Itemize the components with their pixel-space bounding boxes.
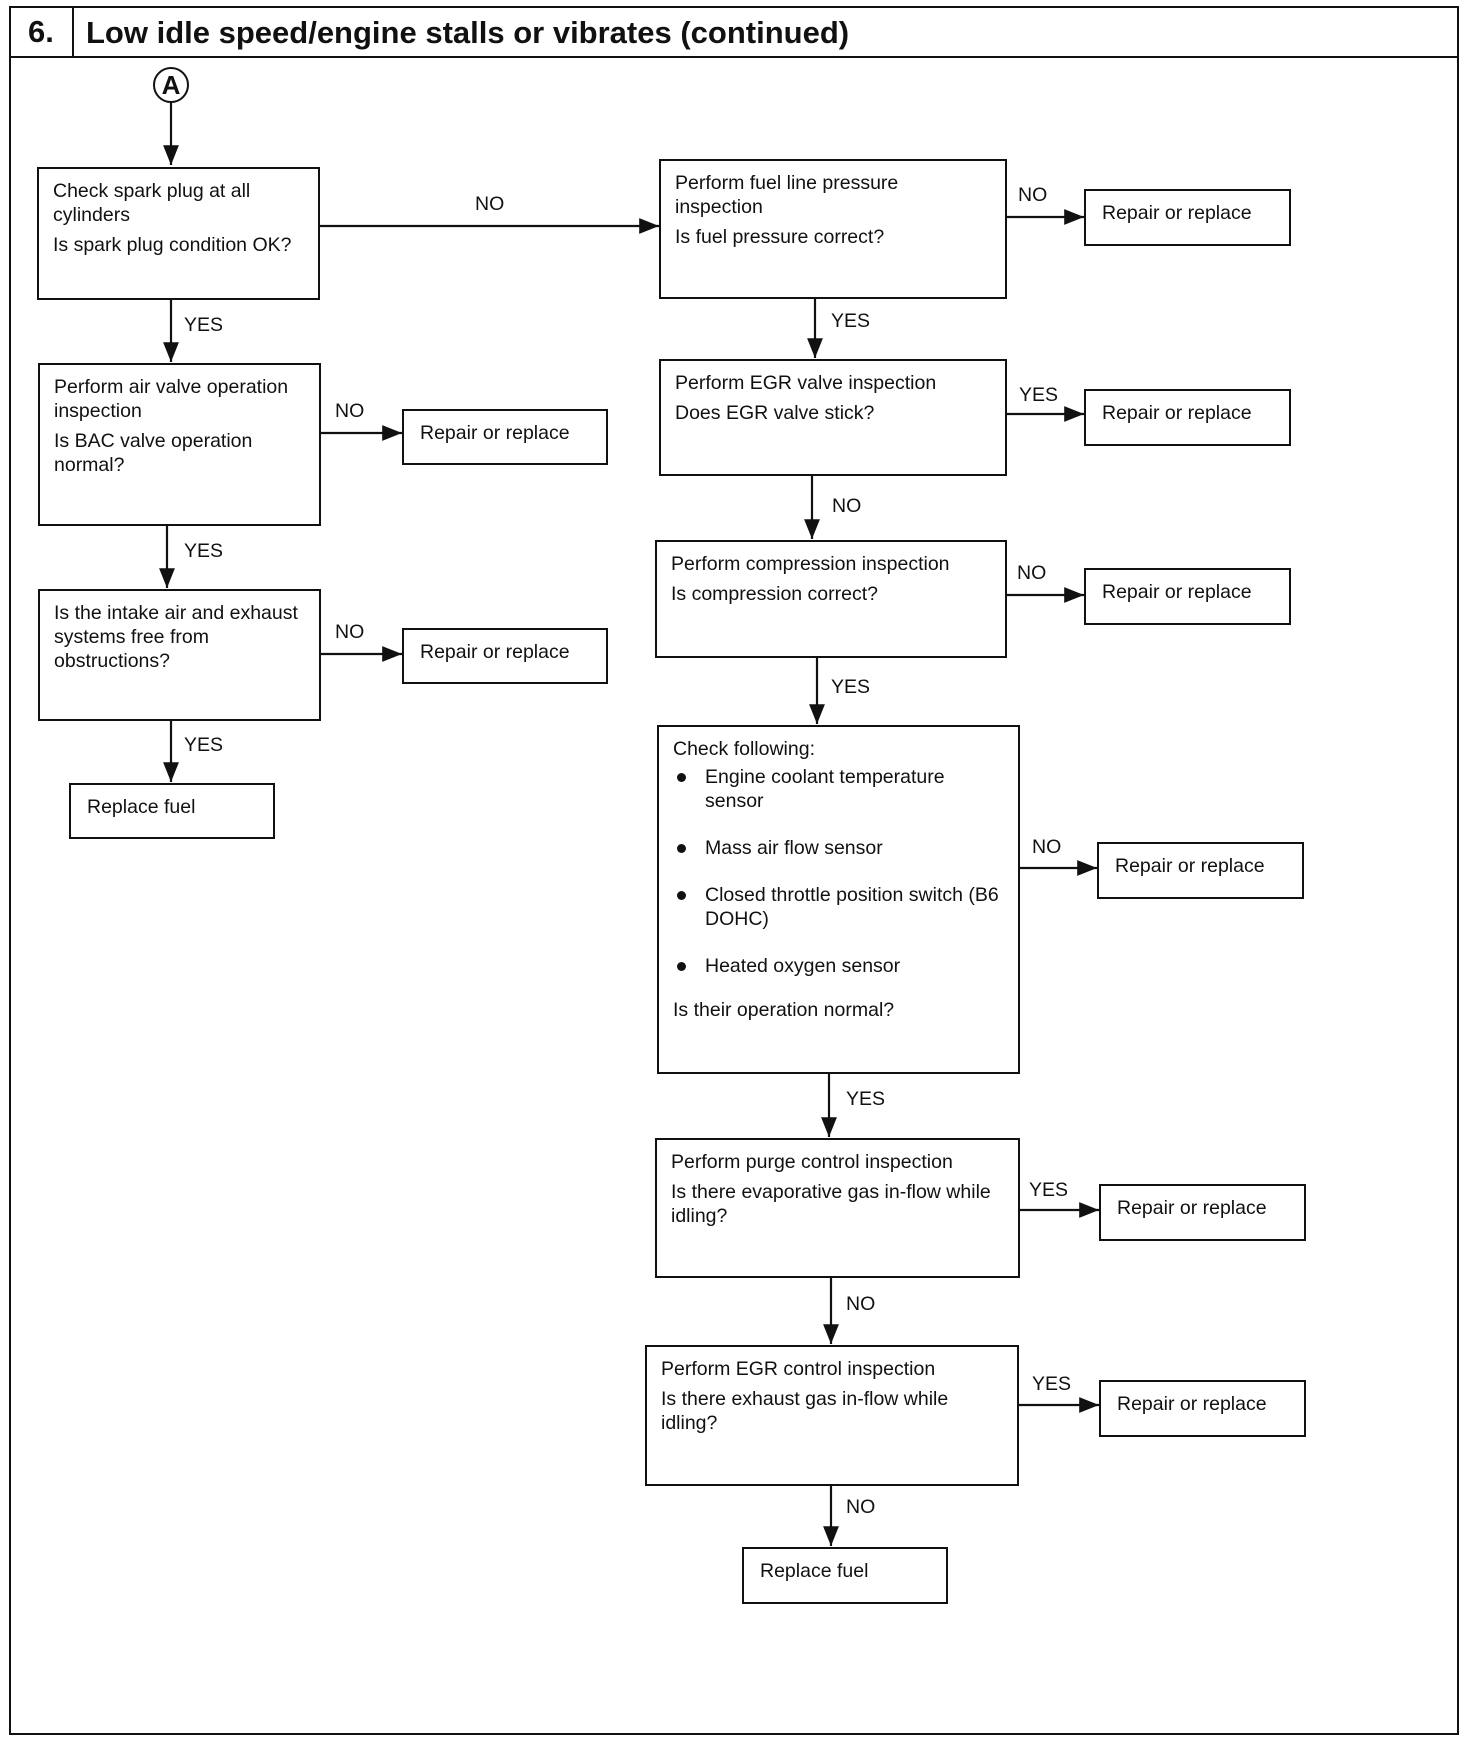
- node-repair-compression: Repair or replace: [1084, 568, 1291, 625]
- node-egr-valve-line-2: Does EGR valve stick?: [675, 402, 875, 424]
- connector-a: A: [153, 67, 189, 103]
- node-replace-fuel-1: Replace fuel: [69, 783, 275, 839]
- node-check-question: Is their operation normal?: [673, 999, 895, 1021]
- node-air-valve: Perform air valve operation inspection I…: [38, 363, 321, 526]
- label-comp-no: NO: [1017, 562, 1047, 584]
- label-fuel-no: NO: [1018, 184, 1048, 206]
- node-intake: Is the intake air and exhaust systems fr…: [38, 589, 321, 721]
- header-divider: [72, 8, 74, 56]
- node-spark-plug-line-1: Check spark plug at all cylinders: [53, 180, 251, 226]
- header-bar: [9, 6, 1459, 58]
- node-egr-valve: Perform EGR valve inspection Does EGR va…: [659, 359, 1007, 476]
- node-spark-plug: Check spark plug at all cylinders Is spa…: [37, 167, 320, 300]
- label-comp-yes: YES: [831, 676, 871, 698]
- check-item-maf: Mass air flow sensor: [673, 836, 1004, 860]
- check-item-oxygen: Heated oxygen sensor: [673, 954, 1004, 978]
- label-intake-no: NO: [335, 621, 365, 643]
- label-purge-yes: YES: [1029, 1179, 1069, 1201]
- node-purge: Perform purge control inspection Is ther…: [655, 1138, 1020, 1278]
- node-purge-line-1: Perform purge control inspection: [671, 1151, 953, 1173]
- label-purge-no: NO: [846, 1293, 876, 1315]
- node-check-intro: Check following:: [673, 738, 815, 760]
- node-fuel-line-line-1: Perform fuel line pressure inspection: [675, 172, 899, 218]
- node-check-following: Check following: Engine coolant temperat…: [657, 725, 1020, 1074]
- label-check-yes: YES: [846, 1088, 886, 1110]
- check-item-throttle: Closed throttle position switch (B6 DOHC…: [673, 883, 1004, 931]
- node-egr-valve-line-1: Perform EGR valve inspection: [675, 372, 937, 394]
- node-compression-line-1: Perform compression inspection: [671, 553, 950, 575]
- node-fuel-line: Perform fuel line pressure inspection Is…: [659, 159, 1007, 299]
- node-egr-control-line-1: Perform EGR control inspection: [661, 1358, 936, 1380]
- node-compression-line-2: Is compression correct?: [671, 583, 878, 605]
- label-air-yes: YES: [184, 540, 224, 562]
- label-egrv-yes: YES: [1019, 384, 1059, 406]
- node-repair-check: Repair or replace: [1097, 842, 1304, 899]
- node-repair-purge: Repair or replace: [1099, 1184, 1306, 1241]
- check-list: Engine coolant temperature sensor Mass a…: [673, 765, 1004, 978]
- label-air-no: NO: [335, 400, 365, 422]
- node-compression: Perform compression inspection Is compre…: [655, 540, 1007, 658]
- node-air-valve-line-2: Is BAC valve operation normal?: [54, 430, 253, 476]
- node-fuel-line-line-2: Is fuel pressure correct?: [675, 226, 885, 248]
- node-air-valve-line-1: Perform air valve operation inspection: [54, 376, 289, 422]
- node-replace-fuel-2: Replace fuel: [742, 1547, 948, 1604]
- node-egr-control: Perform EGR control inspection Is there …: [645, 1345, 1019, 1486]
- section-number: 6.: [28, 14, 54, 49]
- label-egrc-yes: YES: [1032, 1373, 1072, 1395]
- node-egr-control-line-2: Is there exhaust gas in-flow while idlin…: [661, 1388, 949, 1434]
- node-purge-line-2: Is there evaporative gas in-flow while i…: [671, 1181, 991, 1227]
- node-repair-fuel-line: Repair or replace: [1084, 189, 1291, 246]
- label-check-no: NO: [1032, 836, 1062, 858]
- label-fuel-yes: YES: [831, 310, 871, 332]
- check-item-coolant: Engine coolant temperature sensor: [673, 765, 1004, 813]
- node-repair-air-valve: Repair or replace: [402, 409, 608, 465]
- label-egrv-no: NO: [832, 495, 862, 517]
- node-repair-egr-control: Repair or replace: [1099, 1380, 1306, 1437]
- node-repair-egr-valve: Repair or replace: [1084, 389, 1291, 446]
- label-spark-no: NO: [475, 193, 505, 215]
- label-egrc-no: NO: [846, 1496, 876, 1518]
- label-intake-yes: YES: [184, 734, 224, 756]
- page-title: Low idle speed/engine stalls or vibrates…: [86, 15, 850, 50]
- node-intake-line-1: Is the intake air and exhaust systems fr…: [54, 602, 298, 672]
- node-spark-plug-line-2: Is spark plug condition OK?: [53, 234, 292, 256]
- node-repair-intake: Repair or replace: [402, 628, 608, 684]
- label-spark-yes: YES: [184, 314, 224, 336]
